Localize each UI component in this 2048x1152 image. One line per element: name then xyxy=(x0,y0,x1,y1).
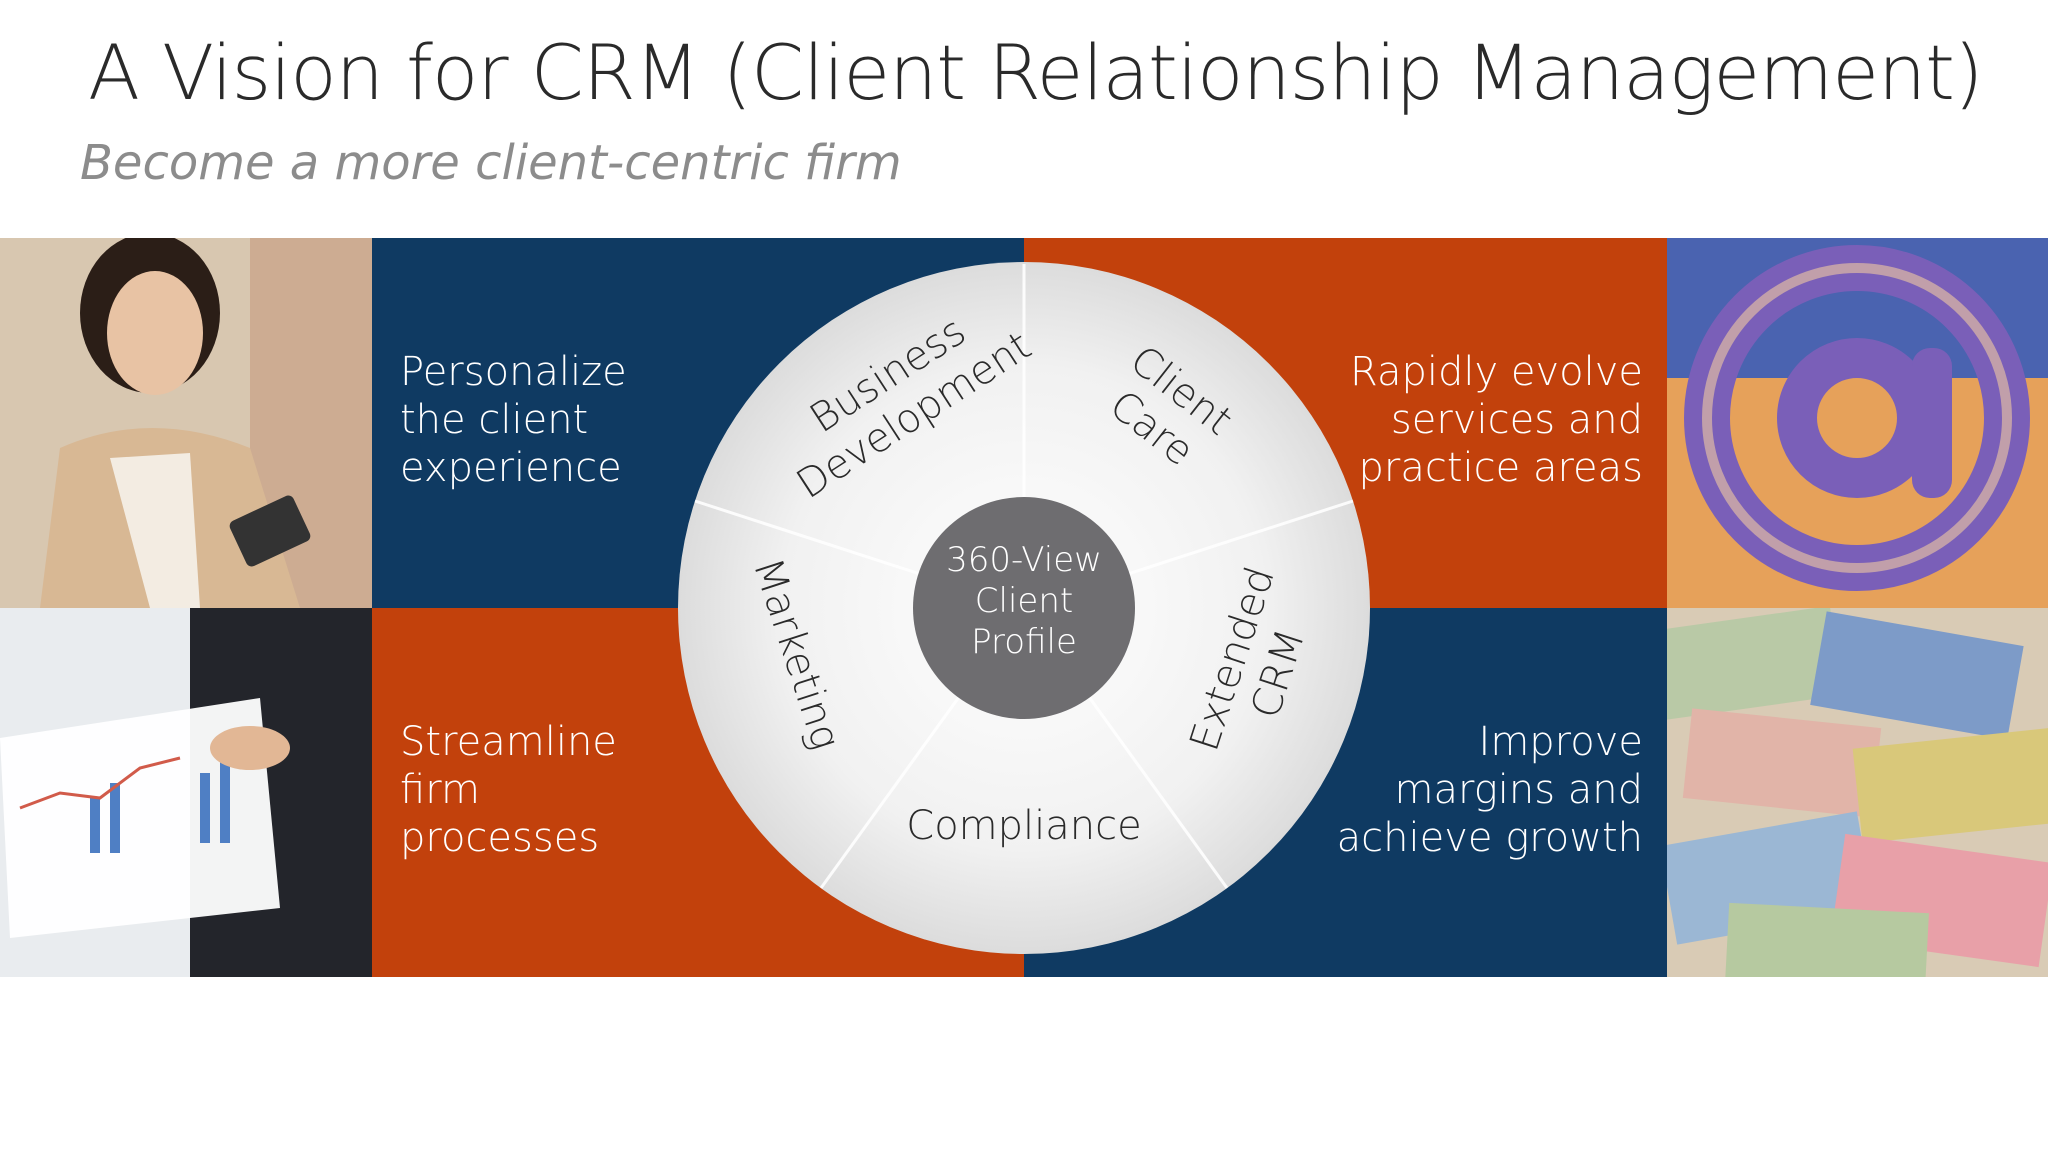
hub-label-line3: Profile xyxy=(971,622,1077,662)
client-profile-hub xyxy=(913,497,1135,719)
slide-title: A Vision for CRM (Client Relationship Ma… xyxy=(88,28,1984,117)
segment-compliance[interactable]: Compliance xyxy=(906,803,1141,849)
currency-banknotes-photo xyxy=(1667,608,2048,977)
woman-photo-art xyxy=(0,238,372,608)
hub-label-line2: Client xyxy=(975,581,1073,621)
improve-margins-label: Improve margins and achieve growth xyxy=(1336,719,1643,861)
hub-label-line1: 360-View xyxy=(946,540,1102,580)
streamline-label: Streamline firm processes xyxy=(400,719,617,861)
banknotes-art xyxy=(1667,608,2048,977)
at-sign-photo xyxy=(1667,238,2048,608)
wheel-dividers xyxy=(694,264,1354,889)
hub-label-group: 360-View Client Profile xyxy=(946,540,1102,662)
personalize-label: Personalize the client experience xyxy=(400,349,627,491)
woman-with-tablet-photo xyxy=(0,238,372,608)
at-sign-art xyxy=(1667,238,2048,608)
business-photo-art xyxy=(0,608,372,977)
crm-wheel-diagram: 360-View Client Profile Business Develop… xyxy=(678,262,1370,954)
rapidly-evolve-label: Rapidly evolve services and practice are… xyxy=(1350,349,1643,491)
vision-panel: Personalize the client experience Rapidl… xyxy=(0,238,2048,977)
business-meeting-photo xyxy=(0,608,372,977)
slide-subtitle: Become a more client-centric firm xyxy=(80,135,902,191)
